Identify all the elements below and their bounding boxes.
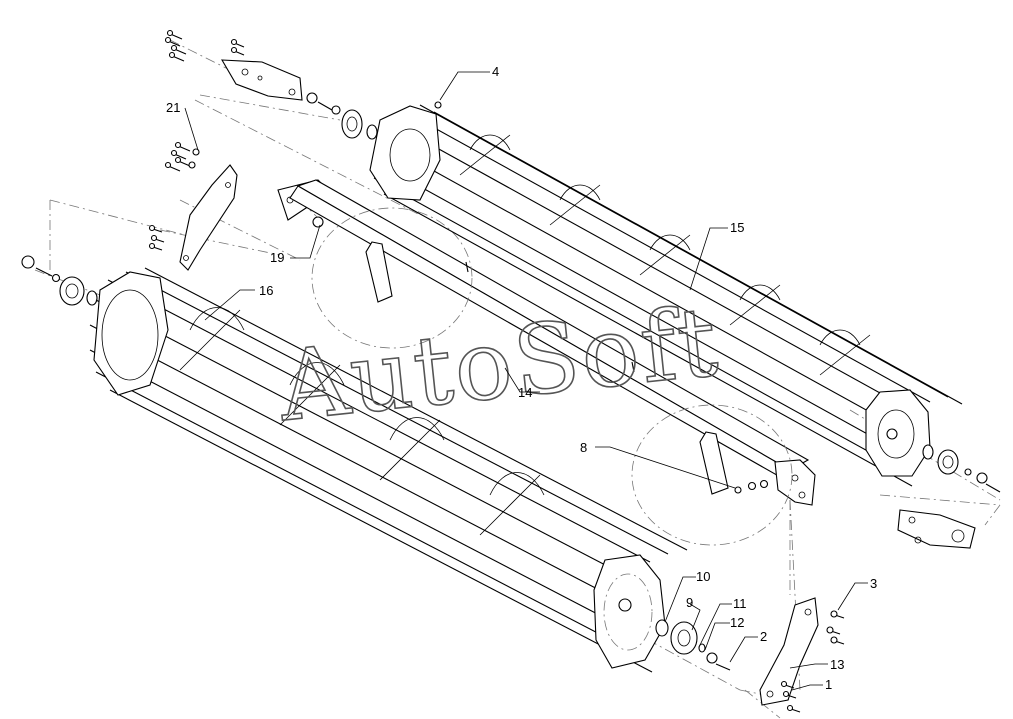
callout-13: 13 bbox=[830, 657, 844, 672]
callout-21: 21 bbox=[166, 100, 180, 115]
callout-1: 1 bbox=[825, 677, 832, 692]
lower-cage-roller bbox=[89, 267, 688, 673]
callout-3: 3 bbox=[870, 576, 877, 591]
callout-8: 8 bbox=[580, 440, 587, 455]
upper-cage-roller bbox=[369, 101, 963, 487]
callout-10: 10 bbox=[696, 569, 710, 584]
callout-9: 9 bbox=[686, 595, 693, 610]
callout-11: 11 bbox=[733, 596, 747, 611]
upper-bearing bbox=[317, 101, 378, 140]
callout-14: 14 bbox=[518, 385, 532, 400]
lower-bearing-set bbox=[655, 619, 731, 671]
callout-15: 15 bbox=[730, 220, 744, 235]
callout-4: 4 bbox=[492, 64, 499, 79]
callout-16: 16 bbox=[259, 283, 273, 298]
watermark: AutoSoft bbox=[273, 285, 724, 443]
upper-end-bracket bbox=[221, 59, 318, 104]
callout-2: 2 bbox=[760, 629, 767, 644]
callout-12: 12 bbox=[730, 615, 744, 630]
item-21-bolts bbox=[164, 141, 200, 172]
left-bearing-set bbox=[21, 255, 98, 306]
central-beam bbox=[277, 179, 816, 546]
top-bolt-set bbox=[164, 29, 245, 62]
right-bearing-set bbox=[897, 444, 1001, 549]
callout-leaders bbox=[184, 71, 868, 691]
right-side-plate bbox=[759, 597, 845, 713]
left-side-plate bbox=[148, 164, 238, 271]
callout-labels: 4 21 19 16 15 14 8 3 10 9 11 12 2 13 1 bbox=[166, 64, 877, 692]
callout-19: 19 bbox=[270, 250, 284, 265]
